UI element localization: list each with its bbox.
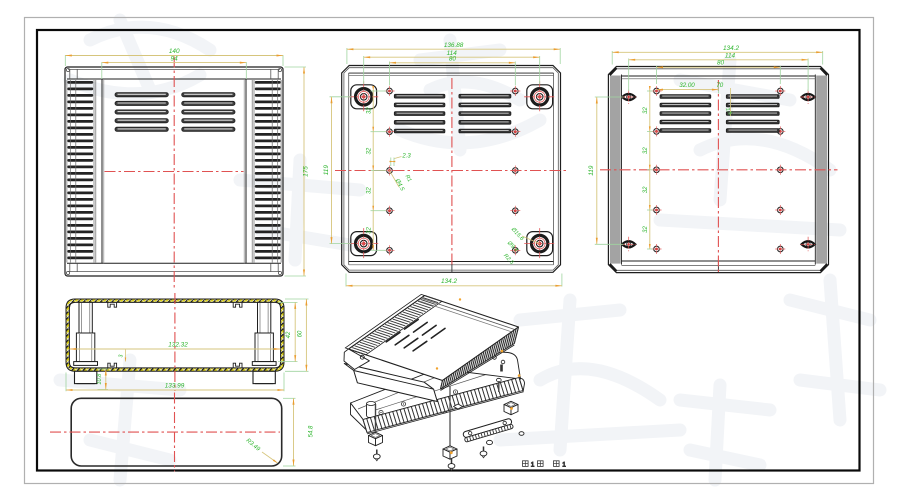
svg-text:136.88: 136.88 (444, 42, 464, 49)
svg-text:32: 32 (643, 226, 649, 233)
svg-text:32: 32 (367, 187, 373, 194)
svg-text:32: 32 (643, 186, 649, 193)
svg-text:119: 119 (588, 165, 595, 176)
svg-text:114: 114 (447, 50, 458, 57)
svg-text:60: 60 (298, 330, 304, 337)
svg-text:70: 70 (716, 82, 723, 89)
svg-text:119: 119 (323, 165, 330, 176)
svg-text:32: 32 (367, 227, 373, 234)
svg-text:134.2: 134.2 (723, 45, 739, 52)
svg-text:80: 80 (717, 59, 725, 66)
svg-text:114: 114 (725, 52, 736, 59)
svg-text:133.99: 133.99 (165, 382, 185, 389)
svg-text:32.00: 32.00 (679, 82, 695, 89)
svg-text:R1: R1 (404, 174, 413, 183)
svg-text:2.5: 2.5 (724, 106, 734, 117)
svg-text:32: 32 (643, 147, 649, 154)
svg-text:3: 3 (119, 354, 125, 357)
svg-text:32: 32 (367, 107, 373, 114)
svg-text:140: 140 (169, 48, 180, 55)
svg-text:2.3: 2.3 (401, 154, 411, 160)
svg-text:175: 175 (303, 166, 310, 177)
svg-text:132.32: 132.32 (168, 342, 188, 349)
svg-text:94: 94 (171, 56, 179, 63)
svg-text:10.8: 10.8 (97, 373, 103, 385)
svg-text:32: 32 (367, 147, 373, 154)
svg-text:1: 1 (531, 462, 535, 469)
svg-text:42: 42 (286, 331, 292, 338)
svg-text:54.8: 54.8 (309, 425, 315, 437)
svg-text:1: 1 (562, 462, 566, 469)
svg-text:134.2: 134.2 (441, 278, 457, 285)
svg-text:80: 80 (449, 55, 457, 62)
svg-text:32: 32 (643, 107, 649, 114)
